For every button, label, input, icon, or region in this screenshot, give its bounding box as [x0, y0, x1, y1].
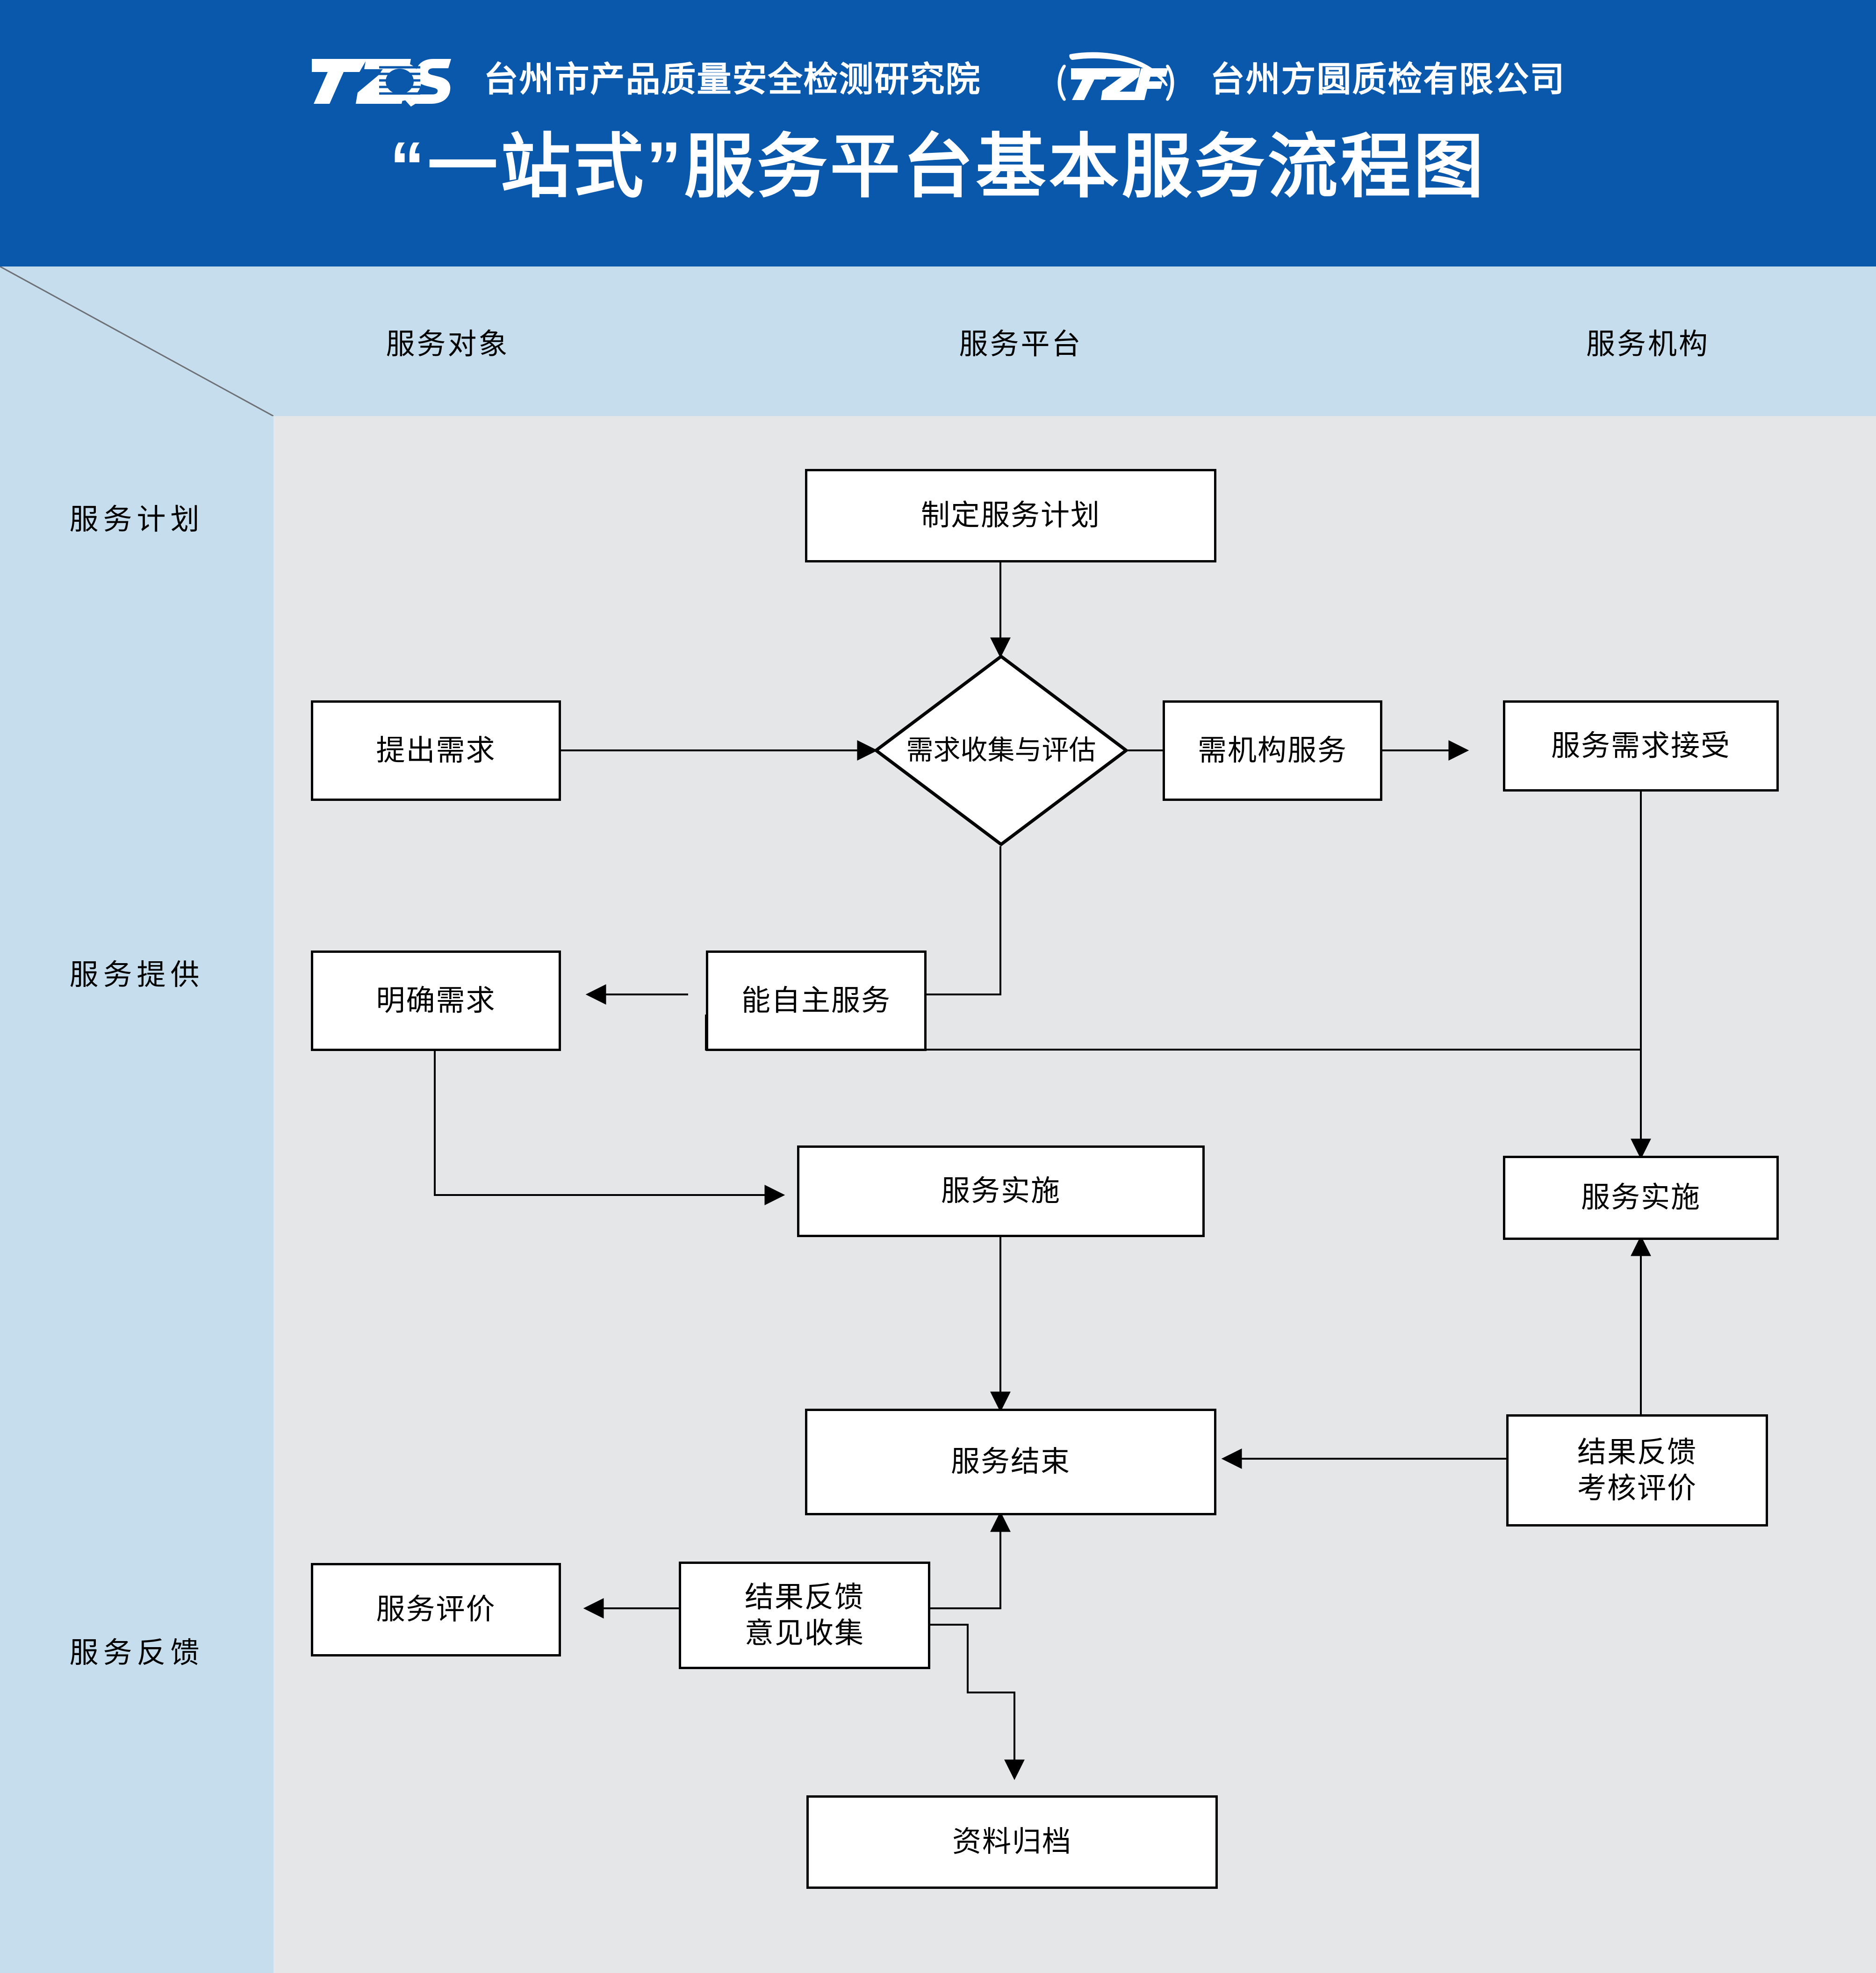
- lane-header-agency: 服务机构: [1420, 266, 1876, 418]
- swimlane-grid: 服务对象 服务平台 服务机构 服务计划 服务提供 服务反馈: [0, 266, 1876, 1973]
- logo-name-tzfy: 台州方圆质检有限公司: [1210, 60, 1566, 99]
- header-banner: 台州市产品质量安全检测研究院 台州方圆质检有限公司 “一站式”服务平台基本服务流…: [0, 0, 1876, 266]
- platform-feedback-line-2: 意见收集: [744, 1617, 864, 1649]
- node-service-implementation-agency[interactable]: 服务实施: [1503, 1156, 1779, 1240]
- platform-feedback-line-1: 结果反馈: [744, 1581, 864, 1613]
- logo-row: 台州市产品质量安全检测研究院 台州方圆质检有限公司: [0, 51, 1876, 108]
- node-clarify-requirement[interactable]: 明确需求: [311, 950, 561, 1051]
- node-service-request-accepted[interactable]: 服务需求接受: [1503, 700, 1779, 792]
- node-make-service-plan[interactable]: 制定服务计划: [805, 469, 1216, 562]
- diamond-shape-icon: [873, 654, 1129, 847]
- agency-feedback-line-1: 结果反馈: [1577, 1436, 1697, 1469]
- agency-feedback-line-2: 考核评价: [1577, 1472, 1697, 1505]
- tzqs-logo-icon: [311, 59, 451, 107]
- logo-name-tzqs: 台州市产品质量安全检测研究院: [483, 60, 981, 99]
- node-can-self-serve[interactable]: 能自主服务: [706, 950, 927, 1051]
- node-need-agency-service[interactable]: 需机构服务: [1163, 700, 1382, 801]
- decision-line-1: 需求收集: [906, 735, 1015, 766]
- node-result-feedback-opinion-collection[interactable]: 结果反馈 意见收集: [679, 1562, 930, 1669]
- logo-unit-tzfy: 台州方圆质检有限公司: [1051, 51, 1566, 108]
- node-service-end[interactable]: 服务结束: [805, 1409, 1216, 1515]
- tzfy-logo-icon: [1057, 52, 1174, 101]
- node-requirement-collection-decision[interactable]: 需求收集与评估: [873, 654, 1129, 847]
- row-header-feedback: 服务反馈: [0, 1326, 275, 1973]
- node-service-implementation-platform[interactable]: 服务实施: [797, 1145, 1205, 1237]
- node-label-requirement-decision: 需求收集与评估: [874, 655, 1128, 846]
- row-header-provide: 服务提供: [0, 617, 275, 1327]
- row-header-plan: 服务计划: [0, 416, 275, 618]
- node-archive-documents[interactable]: 资料归档: [806, 1795, 1218, 1889]
- page-title: “一站式”服务平台基本服务流程图: [389, 127, 1487, 206]
- cell-plan-object: [273, 416, 623, 618]
- cell-plan-agency: [1420, 416, 1876, 618]
- logo-unit-tzqs: 台州市产品质量安全检测研究院: [311, 51, 981, 108]
- decision-line-2: 与评估: [1014, 735, 1096, 766]
- node-result-feedback-assessment[interactable]: 结果反馈 考核评价: [1506, 1414, 1768, 1527]
- node-submit-requirement[interactable]: 提出需求: [311, 700, 561, 801]
- node-service-evaluation[interactable]: 服务评价: [311, 1563, 561, 1656]
- grid-corner-cell: [0, 266, 275, 418]
- corner-diagonal-icon: [0, 266, 274, 417]
- lane-header-platform: 服务平台: [622, 266, 1421, 418]
- lane-header-object: 服务对象: [273, 266, 623, 418]
